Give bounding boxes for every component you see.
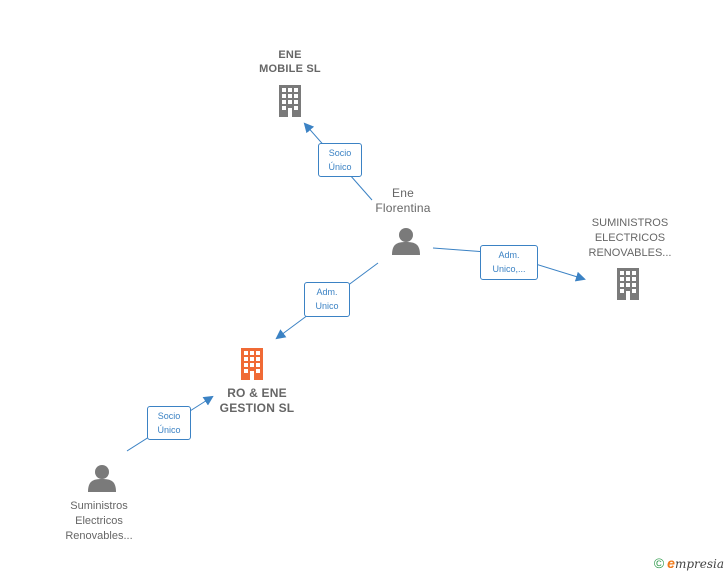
node-label-ene-mobile[interactable]: ENE MOBILE SL <box>259 49 321 75</box>
edge-label-socio-unico-ro-ene[interactable]: Socio Único <box>147 406 191 440</box>
brand-watermark: ©empresia <box>654 555 724 571</box>
edge-label-adm-unico-ro-ene[interactable]: Adm. Unico <box>304 282 350 317</box>
edge-label-adm-unico-suministros[interactable]: Adm. Unico,... <box>480 245 538 280</box>
brand-name: mpresia <box>674 557 724 571</box>
node-label-suministros-company[interactable]: SUMINISTROS ELECTRICOS RENOVABLES... <box>588 217 672 259</box>
node-label-ene-florentina[interactable]: Ene Florentina <box>375 186 431 215</box>
edge-label-socio-unico-ene-mobile[interactable]: Socio Único <box>318 143 362 177</box>
building-icon-ro-ene[interactable] <box>241 348 263 380</box>
copyright-icon: © <box>653 555 665 571</box>
node-label-suministros-person[interactable]: Suministros Electricos Renovables... <box>65 500 133 542</box>
brand-initial: e <box>667 555 675 571</box>
person-icon-suministros[interactable] <box>88 465 116 492</box>
building-icon-suministros[interactable] <box>617 268 639 300</box>
node-label-ro-ene[interactable]: RO & ENE GESTION SL <box>219 386 295 415</box>
person-icon-ene-florentina[interactable] <box>392 228 420 255</box>
building-icon-ene-mobile[interactable] <box>279 85 301 117</box>
